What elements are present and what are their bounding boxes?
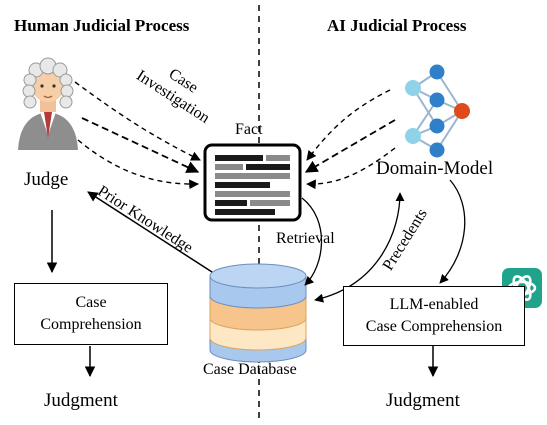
judge-icon [18, 57, 78, 150]
document-icon [203, 143, 302, 222]
investigation-arrow-2 [81, 117, 200, 173]
llm-case-comprehension-box: LLM-enabled Case Comprehension [343, 286, 525, 346]
investigation-arrow-1 [74, 81, 201, 161]
neural-network-icon [405, 64, 470, 158]
case-database-label: Case Database [203, 361, 297, 378]
prior-knowledge-arrow [87, 191, 213, 273]
judge-label: Judge [24, 169, 69, 190]
database-to-model-arrow [314, 192, 405, 303]
ai-process-title: AI Judicial Process [327, 16, 467, 35]
precedents-arrow [439, 179, 466, 284]
model-fact-arrow-2 [304, 119, 396, 173]
domain-model-label: Domain-Model [376, 158, 494, 179]
model-fact-arrow-1 [306, 89, 391, 161]
human-process-title: Human Judicial Process [14, 16, 190, 35]
database-icon [209, 263, 307, 363]
fact-label: Fact [235, 121, 263, 138]
investigation-arrow-3 [77, 139, 199, 190]
retrieval-label: Retrieval [276, 230, 335, 247]
case-comprehension-box: Case Comprehension [14, 283, 168, 345]
judgment-right-label: Judgment [386, 390, 460, 411]
judgment-left-label: Judgment [44, 390, 118, 411]
model-fact-arrow-3 [306, 147, 396, 190]
